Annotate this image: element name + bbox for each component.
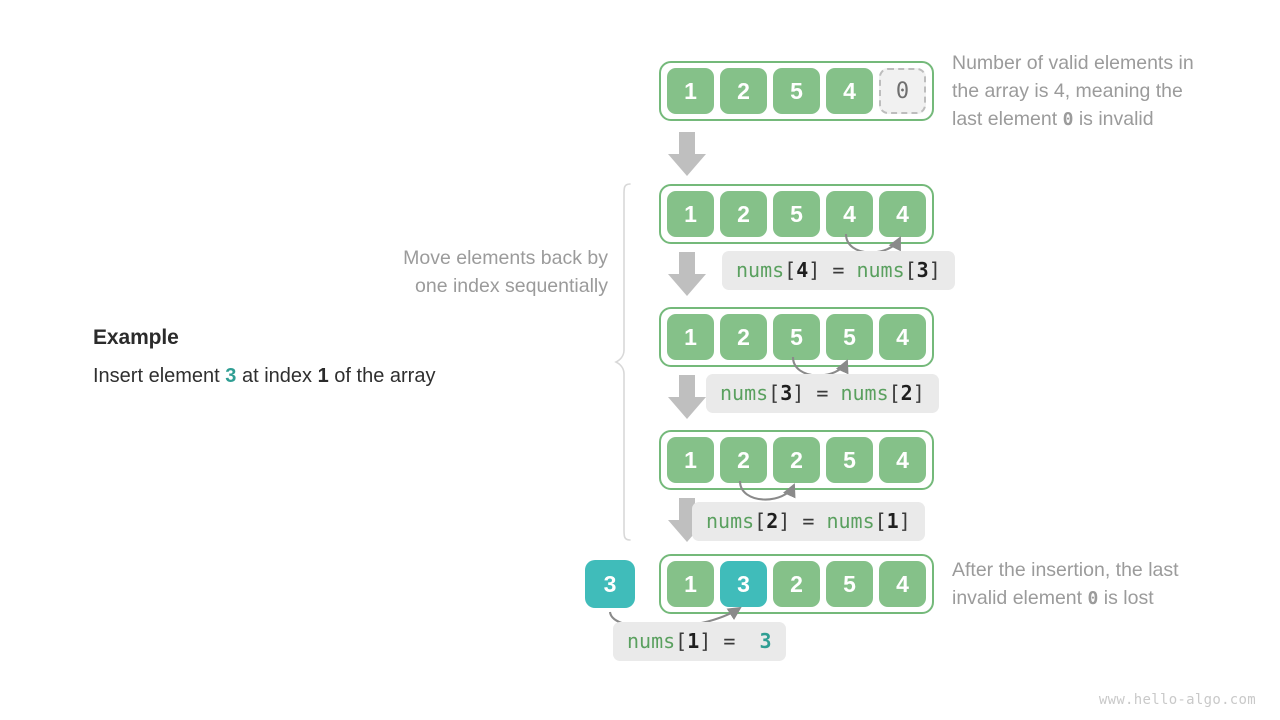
code-lhs-index: 4 [796,258,809,282]
caption-top-line1: Number of valid elements in [952,52,1194,74]
array-cell[interactable]: 4 [879,191,926,237]
array-row-3: 1 2 2 5 4 [659,430,934,490]
desc-prefix: Insert element [93,365,226,387]
code-lhs-open: [ [784,258,797,282]
desc-suffix: of the array [328,365,436,387]
array-row-0: 1 2 5 4 0 [659,61,934,121]
code-lhs-close: ] [778,509,791,533]
caption-move-elements: Move elements back by one index sequenti… [352,244,608,300]
code-lhs-index: 2 [766,509,779,533]
array-cell[interactable]: 5 [826,437,873,483]
code-lhs-open: [ [675,629,688,653]
caption-bottom-line1: After the insertion, the last [952,559,1179,581]
caption-top-line2: the array is 4, meaning the [952,80,1183,102]
grouping-brace [614,183,631,541]
code-label-assignment: nums[4] = nums[3] [722,251,955,290]
array-cell-inserted[interactable]: 3 [720,561,767,607]
array-cell[interactable]: 5 [826,314,873,360]
code-lhs-close: ] [699,629,712,653]
code-equals: = [832,258,845,282]
array-cell-invalid[interactable]: 0 [879,68,926,114]
caption-move-line2: one index sequentially [415,275,608,297]
caption-top-line3-post: is invalid [1073,108,1154,130]
code-lhs-name: nums [706,509,755,533]
code-rhs-close: ] [928,258,941,282]
caption-after-insertion: After the insertion, the last invalid el… [952,556,1272,613]
code-label-assignment: nums[1] = 3 [613,622,786,661]
down-arrow-icon [668,252,706,296]
caption-valid-elements: Number of valid elements in the array is… [952,49,1272,134]
code-lhs-close: ] [792,381,805,405]
code-lhs-open: [ [754,509,767,533]
code-rhs-open: [ [874,509,887,533]
code-lhs-name: nums [720,381,769,405]
array-cell[interactable]: 2 [720,68,767,114]
code-rhs-value: 3 [759,629,772,653]
code-lhs-name: nums [627,629,676,653]
caption-top-line3-pre: last element [952,108,1063,130]
array-cell[interactable]: 5 [826,561,873,607]
array-cell[interactable]: 4 [826,68,873,114]
code-equals: = [723,629,736,653]
code-rhs-open: [ [904,258,917,282]
code-label-assignment: nums[2] = nums[1] [692,502,925,541]
desc-middle: at index [236,365,318,387]
array-cell[interactable]: 2 [720,191,767,237]
code-rhs-close: ] [912,381,925,405]
array-cell[interactable]: 1 [667,314,714,360]
watermark: www.hello-algo.com [1098,692,1256,708]
insert-value-cell[interactable]: 3 [585,560,635,608]
array-cell[interactable]: 5 [773,314,820,360]
array-row-4: 1 3 2 5 4 [659,554,934,614]
array-cell[interactable]: 4 [879,561,926,607]
array-cell[interactable]: 5 [773,68,820,114]
code-equals: = [816,381,829,405]
code-rhs-open: [ [888,381,901,405]
caption-top-line3: last element 0 is invalid [952,105,1272,134]
down-arrow-icon [668,375,706,419]
example-description: Insert element 3 at index 1 of the array [93,365,573,388]
caption-move-line1: Move elements back by [403,247,608,269]
array-row-1: 1 2 5 4 4 [659,184,934,244]
code-rhs-index: 3 [916,258,929,282]
code-rhs-index: 1 [886,509,899,533]
caption-bottom-line2-post: is lost [1098,587,1154,609]
page-title: Example [93,326,179,349]
code-lhs-index: 3 [780,381,793,405]
caption-bottom-line2-pre: invalid element [952,587,1088,609]
array-row-2: 1 2 5 5 4 [659,307,934,367]
caption-bottom-zero: 0 [1087,588,1099,609]
array-cell[interactable]: 4 [879,314,926,360]
array-cell[interactable]: 1 [667,561,714,607]
array-cell[interactable]: 5 [773,191,820,237]
code-rhs-close: ] [898,509,911,533]
array-cell[interactable]: 4 [879,437,926,483]
code-lhs-index: 1 [687,629,700,653]
array-cell[interactable]: 1 [667,68,714,114]
code-rhs-name: nums [856,258,905,282]
caption-top-zero: 0 [1062,109,1074,130]
down-arrow-icon [668,132,706,176]
desc-index: 1 [317,365,329,387]
array-cell[interactable]: 1 [667,437,714,483]
code-lhs-name: nums [736,258,785,282]
array-cell[interactable]: 2 [773,437,820,483]
code-equals: = [802,509,815,533]
code-rhs-index: 2 [900,381,913,405]
array-cell[interactable]: 2 [720,437,767,483]
array-cell[interactable]: 2 [773,561,820,607]
code-label-assignment: nums[3] = nums[2] [706,374,939,413]
array-cell[interactable]: 2 [720,314,767,360]
code-lhs-close: ] [808,258,821,282]
code-rhs-name: nums [840,381,889,405]
array-cell[interactable]: 4 [826,191,873,237]
caption-bottom-line2: invalid element 0 is lost [952,584,1272,613]
code-rhs-name: nums [826,509,875,533]
desc-value: 3 [225,365,237,387]
array-cell[interactable]: 1 [667,191,714,237]
example-block: Example Insert element 3 at index 1 of t… [93,326,573,388]
code-lhs-open: [ [768,381,781,405]
